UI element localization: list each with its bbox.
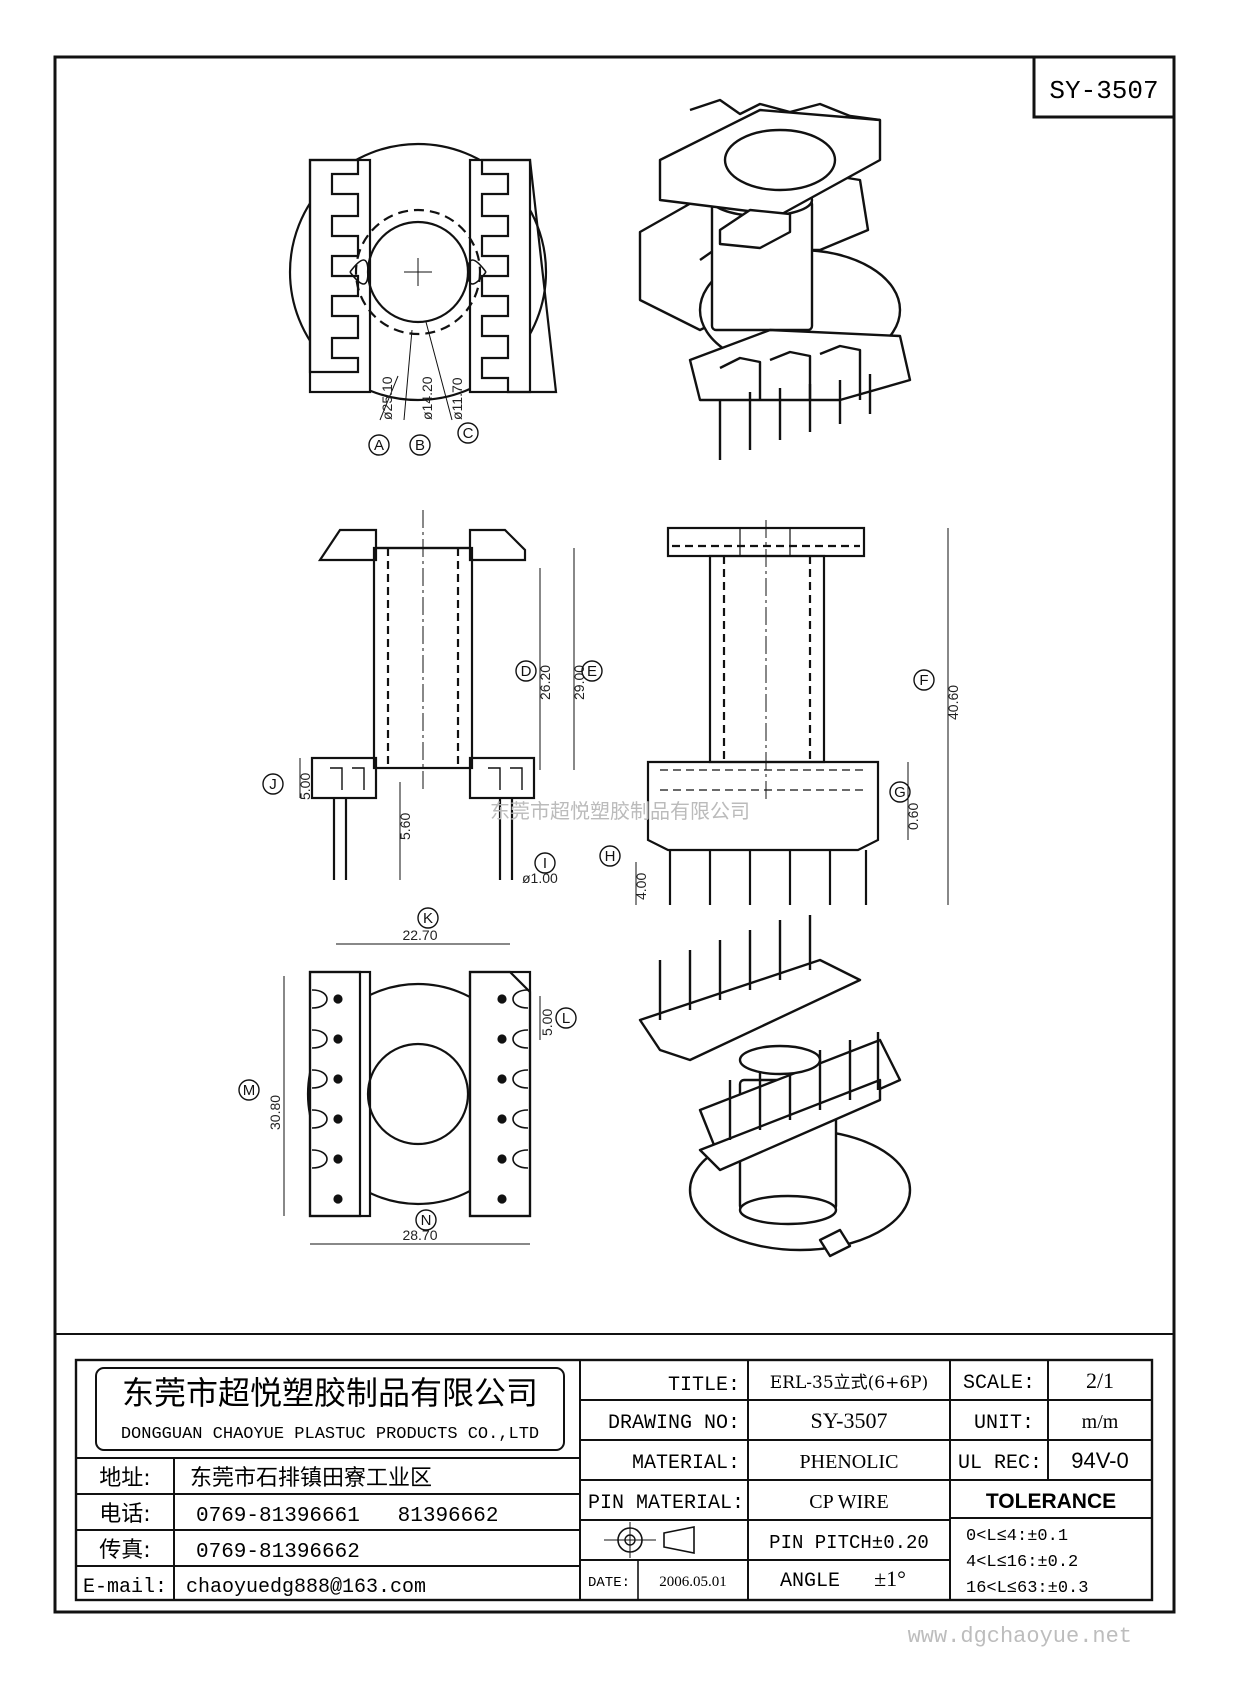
callout-n: N [415,1209,437,1231]
material-label: MATERIAL: [632,1452,740,1475]
pin-material-label: PIN MATERIAL: [588,1492,744,1515]
callout-l: L [555,1007,577,1029]
unit-value: m/m [1082,1411,1119,1433]
address-label: 地址: [99,1466,150,1491]
scale-value: 2/1 [1086,1368,1114,1393]
fax-value: 0769-81396662 [196,1541,360,1564]
date-value: 2006.05.01 [659,1574,727,1590]
drawing-no-label: DRAWING NO: [608,1412,740,1435]
title-block [55,1333,1174,1602]
dim-a: ø25.10 [379,376,395,420]
svg-text:D: D [521,663,532,680]
sheet-border [53,55,1176,1614]
callout-i: I [534,852,556,874]
title-value: ERL-35立式(6+6P) [770,1373,928,1393]
dim-m: 30.80 [267,1095,283,1130]
top-view [288,142,558,421]
company-name-cn: 东莞市超悦塑胶制品有限公司 [122,1374,538,1412]
callout-k: K [417,907,439,929]
svg-text:G: G [894,784,906,801]
tolerance-label: TOLERANCE [986,1490,1116,1513]
dim-k: 22.70 [402,927,437,943]
company-name-en: DONGGUAN CHAOYUE PLASTUC PRODUCTS CO.,LT… [121,1425,539,1444]
drawing-id: SY-3507 [1049,76,1158,106]
dim-i: ø1.00 [522,870,558,886]
callout-g: G [889,781,911,803]
isometric-view-top [638,98,912,460]
dim-b: ø14.20 [419,376,435,420]
scale-label: SCALE: [963,1372,1035,1395]
callout-j: J [262,773,284,795]
dim-c: ø11.70 [449,377,465,420]
callout-e: E [581,660,603,682]
svg-text:H: H [605,848,616,865]
phone-value: 0769-81396661 81396662 [196,1505,498,1528]
title-label: TITLE: [668,1374,740,1397]
svg-text:I: I [543,855,547,872]
callout-f: F [913,669,935,691]
bottom-view [283,943,541,1245]
svg-text:L: L [562,1010,570,1027]
dim-n: 28.70 [402,1227,437,1243]
svg-text:K: K [423,910,433,927]
front-view-left [299,510,575,880]
drawing-no-value: SY-3507 [810,1408,887,1433]
isometric-view-bottom [638,915,912,1258]
callout-b: B [409,434,431,456]
callout-c: C [457,422,479,444]
svg-text:M: M [243,1082,256,1099]
dim-l: 5.00 [539,1009,555,1036]
tolerance-1: 0<L≤4:±0.1 [966,1527,1068,1546]
pin-material-value: CP WIRE [809,1491,888,1513]
material-value: PHENOLIC [800,1451,899,1473]
dim-j: 5.00 [297,773,313,800]
svg-text:N: N [421,1212,432,1229]
date-label: DATE: [588,1575,630,1591]
callout-h: H [599,845,621,867]
dim-e: 29.00 [571,665,587,700]
side-view-right [635,520,949,905]
email-value: chaoyuedg888@163.com [186,1576,426,1599]
dim-f: 40.60 [945,685,961,720]
svg-text:E: E [587,663,597,680]
watermark-site: www.dgchaoyue.net [908,1624,1132,1649]
ul-label: UL REC: [958,1452,1042,1475]
angle-label: ANGLE [780,1570,840,1593]
callout-m: M [238,1079,260,1101]
callout-d: D [515,660,537,682]
email-label: E-mail: [83,1576,167,1599]
svg-text:A: A [374,437,384,454]
fax-label: 传真: [99,1538,150,1563]
unit-label: UNIT: [974,1412,1034,1435]
svg-text:F: F [919,672,928,689]
svg-text:J: J [269,776,277,793]
svg-text:C: C [463,425,474,442]
address-value: 东莞市石排镇田寮工业区 [190,1466,432,1491]
drawing-id-box [1032,55,1176,119]
dim-h: 4.00 [633,873,649,900]
ul-value: 94V-0 [1071,1448,1129,1473]
svg-text:B: B [415,437,425,454]
pin-pitch: PIN PITCH±0.20 [769,1532,929,1554]
phone-label: 电话: [99,1502,150,1527]
tolerance-3: 16<L≤63:±0.3 [966,1579,1088,1598]
tolerance-2: 4<L≤16:±0.2 [966,1553,1078,1572]
dim-pin-length: 5.60 [397,813,413,840]
angle-value: ±1° [874,1566,906,1591]
dim-g: 0.60 [905,803,921,830]
dim-d: 26.20 [537,665,553,700]
watermark-company: 东莞市超悦塑胶制品有限公司 [490,799,750,823]
callout-a: A [368,434,390,456]
